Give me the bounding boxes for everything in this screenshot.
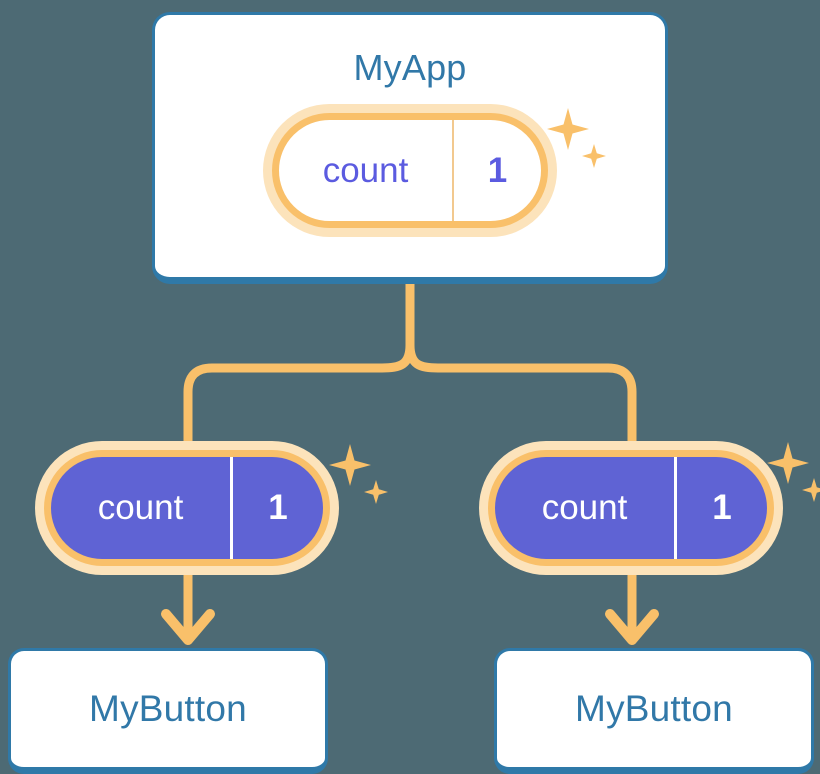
connector-branch-left [183, 340, 415, 457]
card-title-mybutton: MyButton [575, 688, 733, 729]
card-title-mybutton: MyButton [89, 688, 247, 729]
sparkle-icon [364, 480, 388, 504]
signal-name: count [495, 457, 677, 559]
card-title-myapp: MyApp [353, 47, 467, 88]
signal-name: count [279, 120, 454, 221]
arrow-down-icon [161, 609, 215, 645]
signal-value: 1 [487, 150, 508, 190]
sparkle-decoration-left [329, 444, 388, 504]
arrow-down-icon [605, 609, 659, 645]
signal-value: 1 [268, 488, 288, 527]
signal-pill-left[interactable]: count 1 [44, 450, 330, 566]
sparkle-icon [767, 442, 809, 484]
signal-pill-right[interactable]: count 1 [488, 450, 774, 566]
component-card-mybutton-right[interactable]: MyButton [494, 648, 814, 774]
signal-pill-myapp[interactable]: count 1 [272, 113, 548, 228]
signal-value: 1 [712, 488, 732, 527]
component-card-mybutton-left[interactable]: MyButton [8, 648, 328, 774]
sparkle-icon [329, 444, 371, 486]
connector-branch-right [405, 340, 637, 457]
signal-name: count [51, 457, 233, 559]
sparkle-icon [802, 478, 820, 502]
